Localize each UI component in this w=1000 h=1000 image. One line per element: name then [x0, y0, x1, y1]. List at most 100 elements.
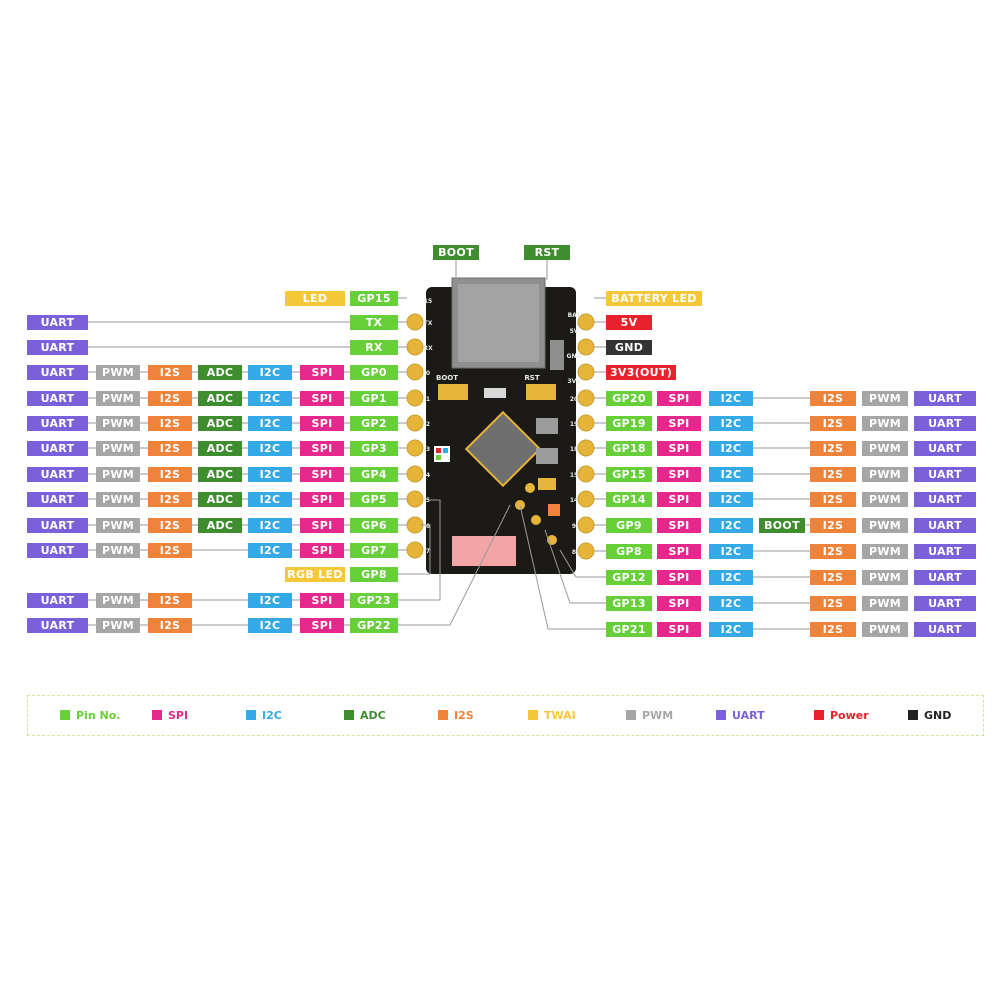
tag-spi: SPI	[657, 622, 701, 637]
tag-i2s: I2S	[810, 467, 856, 482]
tag-i2c: I2C	[709, 416, 753, 431]
tag-i2c: I2C	[709, 391, 753, 406]
board-boot-label: BOOT	[436, 374, 458, 382]
tag-uart: UART	[27, 492, 88, 507]
tag-spi: SPI	[300, 618, 344, 633]
tag-spi: SPI	[300, 492, 344, 507]
tag-i2s: I2S	[148, 365, 192, 380]
pin-pad	[406, 439, 424, 457]
pin-label: RX	[350, 340, 398, 355]
tag-pwm: PWM	[862, 596, 908, 611]
legend-swatch	[528, 710, 538, 720]
legend-label: ADC	[360, 709, 386, 722]
legend-item: TWAI	[528, 709, 576, 723]
board-pin-label: 0	[426, 370, 430, 377]
pin-pad	[406, 363, 424, 381]
tag-i2c: I2C	[248, 365, 292, 380]
tag-i2c: I2C	[248, 391, 292, 406]
tag-i2s: I2S	[148, 518, 192, 533]
pin-pad	[406, 541, 424, 559]
rgb-led-g	[436, 455, 441, 460]
tag-uart: UART	[27, 467, 88, 482]
tag-i2c: I2C	[248, 441, 292, 456]
pin-pad	[577, 490, 595, 508]
tag-uart: UART	[914, 622, 976, 637]
tag-pwm: PWM	[96, 593, 140, 608]
tag-pwm: PWM	[862, 518, 908, 533]
board-pin-label: 8	[572, 549, 576, 556]
pin-label: GP2	[350, 416, 398, 431]
tag-uart: UART	[27, 340, 88, 355]
tag-i2c: I2C	[709, 467, 753, 482]
led-label: LED	[285, 291, 345, 306]
tag-pwm: PWM	[862, 391, 908, 406]
board-pin-label: 15	[570, 472, 578, 479]
tag-spi: SPI	[300, 467, 344, 482]
legend-item: Pin No.	[60, 709, 120, 723]
tag-i2s: I2S	[810, 492, 856, 507]
tag-pwm: PWM	[862, 492, 908, 507]
tag-spi: SPI	[300, 365, 344, 380]
legend-label: SPI	[168, 709, 189, 722]
tag-adc: ADC	[198, 467, 242, 482]
reset-button	[526, 384, 556, 400]
pin-label: GP21	[606, 622, 652, 637]
tag-adc: ADC	[198, 416, 242, 431]
boot-button	[438, 384, 468, 400]
tag-spi: SPI	[300, 416, 344, 431]
tag-i2c: I2C	[709, 441, 753, 456]
tag-uart: UART	[914, 518, 976, 533]
tag-i2s: I2S	[148, 416, 192, 431]
tag-i2s: I2S	[148, 492, 192, 507]
tag-uart: UART	[27, 441, 88, 456]
tag-uart: UART	[914, 596, 976, 611]
tag-adc: ADC	[198, 441, 242, 456]
tag-spi: SPI	[300, 441, 344, 456]
mcu-chip	[464, 410, 542, 488]
pin-label: GP20	[606, 391, 652, 406]
legend-item: GND	[908, 709, 951, 723]
board-rst-label: RST	[524, 374, 539, 382]
tag-pwm: PWM	[96, 543, 140, 558]
legend-item: I2C	[246, 709, 282, 723]
boot-top-label: BOOT	[433, 245, 479, 260]
board-pin-label: 6	[426, 523, 430, 530]
rst-top-label: RST	[524, 245, 570, 260]
pin-label: GP0	[350, 365, 398, 380]
tag-i2c: I2C	[709, 544, 753, 559]
tag-spi: SPI	[657, 416, 701, 431]
tag-i2s: I2S	[148, 441, 192, 456]
tag-pwm: PWM	[96, 391, 140, 406]
tag-i2s: I2S	[810, 391, 856, 406]
board-pin-label: 3	[426, 446, 430, 453]
board-pin-label: 5V	[570, 328, 579, 335]
tag-i2c: I2C	[248, 492, 292, 507]
board-pin-label: 18	[570, 446, 578, 453]
tag-uart: UART	[914, 467, 976, 482]
tag-spi: SPI	[657, 518, 701, 533]
usb-c-connector-face	[458, 284, 539, 362]
legend-swatch	[344, 710, 354, 720]
leader-line	[559, 549, 606, 578]
legend-swatch	[438, 710, 448, 720]
pin-label: GP8	[350, 567, 398, 582]
legend-item: ADC	[344, 709, 386, 723]
pin-label: GP14	[606, 492, 652, 507]
tag-pwm: PWM	[862, 441, 908, 456]
tag-pwm: PWM	[862, 544, 908, 559]
legend-item: Power	[814, 709, 869, 723]
board-pin-label: 4	[426, 472, 430, 479]
smd-part	[536, 418, 558, 434]
legend-swatch	[814, 710, 824, 720]
board-pin-label: 14	[570, 497, 578, 504]
smd-part	[548, 504, 560, 516]
tag-uart: UART	[27, 416, 88, 431]
pin-label: GP7	[350, 543, 398, 558]
tag-pwm: PWM	[862, 570, 908, 585]
pin-label: GP4	[350, 467, 398, 482]
tag-i2c: I2C	[709, 492, 753, 507]
power-label: 5V	[606, 315, 652, 330]
tag-i2c: I2C	[248, 416, 292, 431]
pin-label: GP1	[350, 391, 398, 406]
